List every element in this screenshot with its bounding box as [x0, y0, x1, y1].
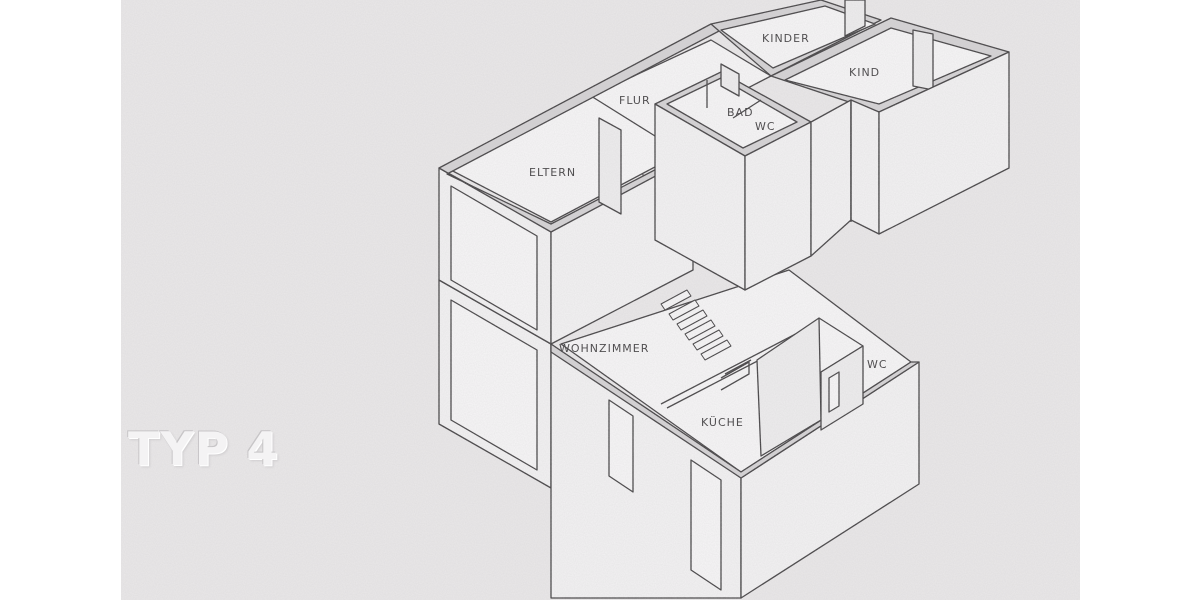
type-title: TYP 4 — [128, 422, 280, 476]
kind-door — [912, 29, 934, 91]
isometric-floorplan: KINDER KIND FLUR BAD WC ELTERN WOHNZIMME… — [121, 0, 1080, 600]
wc-lower-door — [828, 371, 840, 413]
room-label-kinder: KINDER — [762, 32, 810, 45]
room-label-wohnzimmer: WOHNZIMMER — [559, 342, 649, 355]
kind-front-wall — [810, 99, 852, 257]
room-label-wc-lower: WC — [867, 358, 888, 371]
room-label-kueche: KÜCHE — [701, 416, 744, 429]
room-label-eltern: ELTERN — [529, 166, 576, 179]
paper-sheet: KINDER KIND FLUR BAD WC ELTERN WOHNZIMME… — [121, 0, 1080, 600]
kinder-door — [844, 0, 866, 37]
room-label-bad: BAD — [727, 106, 754, 119]
ground-entrance-door — [690, 459, 722, 591]
room-label-kind: KIND — [849, 66, 880, 79]
eltern-door — [598, 117, 622, 215]
kind-front-wall-b — [850, 99, 880, 235]
ground-window-mid — [608, 399, 634, 493]
room-label-flur: FLUR — [619, 94, 651, 107]
room-label-wc-upper: WC — [755, 120, 776, 133]
